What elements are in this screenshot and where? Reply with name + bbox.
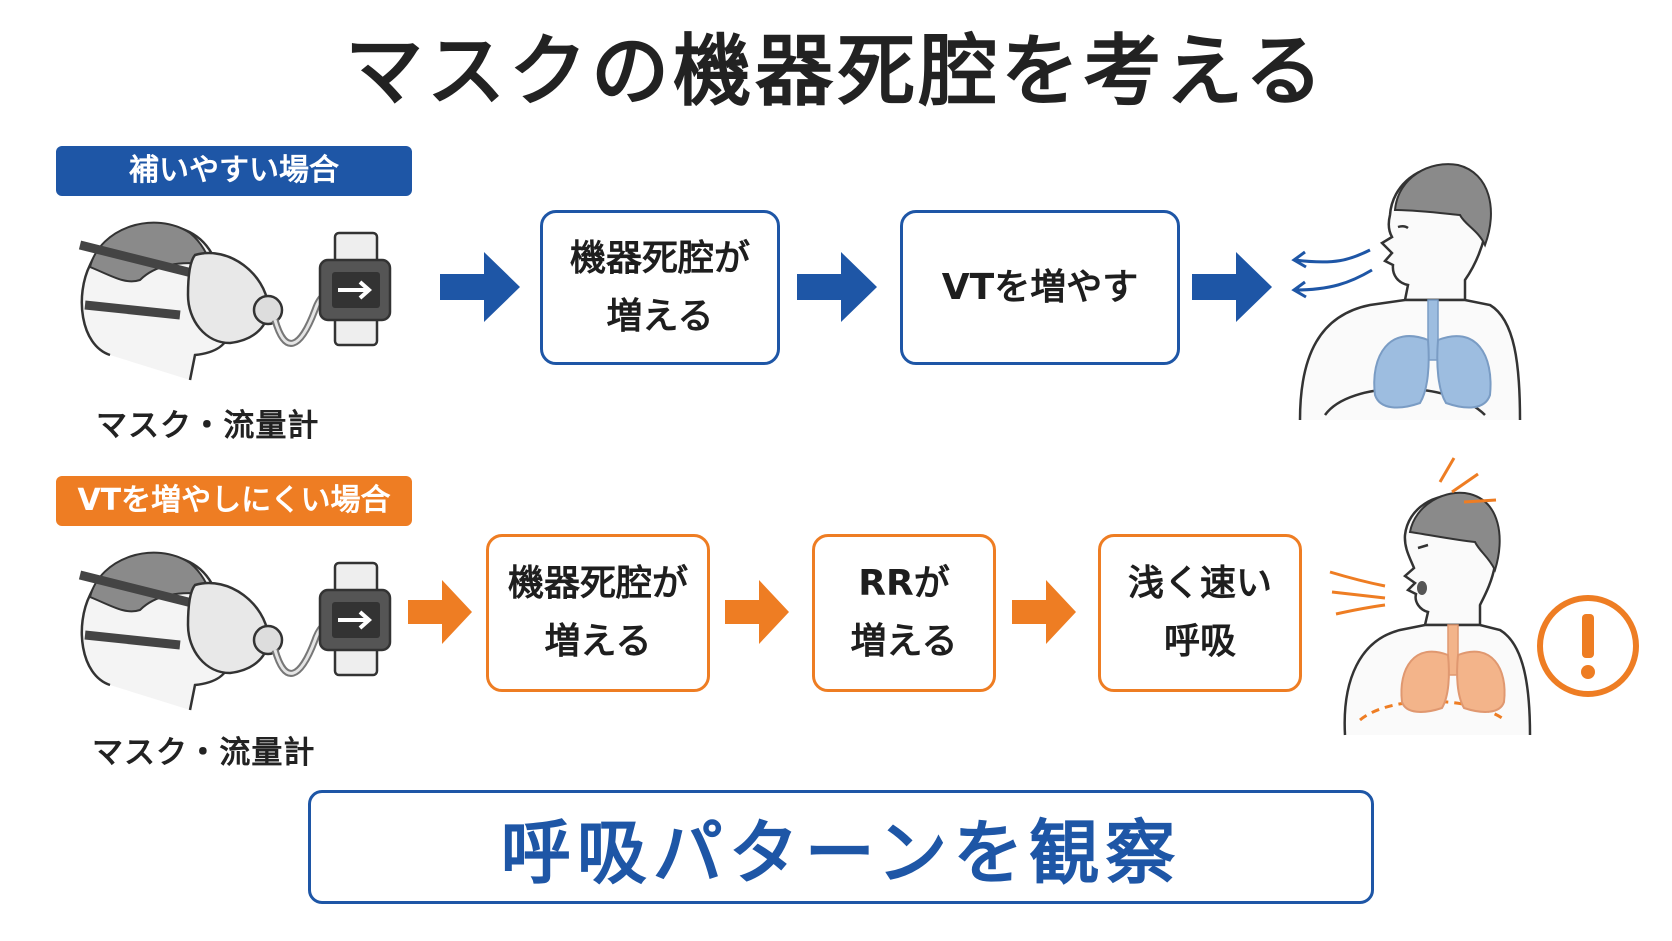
face-mask-flowmeter-icon [78, 551, 392, 711]
observe-breathing-pattern-banner: 呼吸パターンを観察 [308, 790, 1374, 904]
row1-box-1-text: 機器死腔が 増える [569, 237, 750, 337]
arrow-right-icon [725, 580, 789, 644]
arrow-right-icon [1012, 580, 1076, 644]
arrow-right-icon [1192, 252, 1272, 322]
row2-box-2-text: RRが 増える [850, 563, 958, 662]
row1-box-2-text: VTを増やす [941, 266, 1139, 308]
person-breathing-distress-icon [1329, 491, 1532, 736]
row2-box-2: RRが 増える [812, 534, 996, 692]
face-mask-flowmeter-icon [78, 221, 392, 381]
row1-box-1: 機器死腔が 増える [540, 210, 780, 365]
row2-box-1: 機器死腔が 増える [486, 534, 710, 692]
row2-box-1-text: 機器死腔が 増える [507, 563, 688, 662]
row2-box-3: 浅く速い 呼吸 [1098, 534, 1302, 692]
banner-text: 呼吸パターンを観察 [500, 811, 1182, 894]
row2-box-3-text: 浅く速い 呼吸 [1127, 563, 1272, 662]
row2-label: VTを増やしにくい場合 [56, 476, 412, 526]
exclamation-warning-icon [1537, 595, 1639, 697]
row2-device-caption: マスク・流量計 [92, 735, 316, 771]
row1-box-2: VTを増やす [900, 210, 1180, 365]
row1-label: 補いやすい場合 [56, 146, 412, 196]
arrow-right-icon [408, 580, 472, 644]
page-title: マスクの機器死腔を考える [345, 27, 1327, 117]
person-breathing-calm-icon [1291, 163, 1522, 421]
arrow-right-icon [440, 252, 520, 322]
row1-device-caption: マスク・流量計 [96, 408, 320, 444]
arrow-right-icon [797, 252, 877, 322]
alert-rays-icon [1438, 457, 1497, 504]
